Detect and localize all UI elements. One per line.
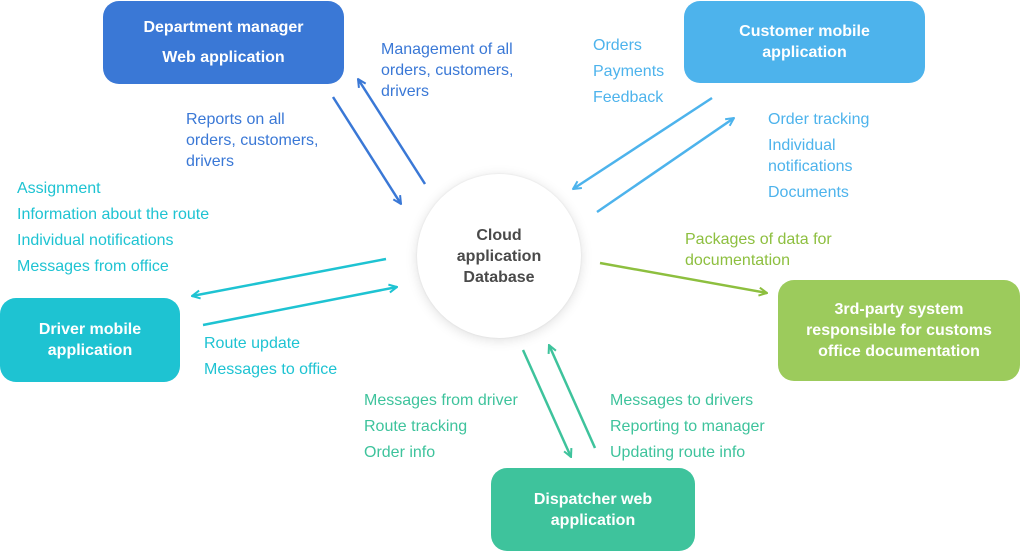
flow-text: Individual notifications xyxy=(17,232,174,249)
flow-label-cloud-to-third-party: Packages of data for documentation xyxy=(685,229,832,271)
flow-text: notifications xyxy=(768,158,853,175)
flow-text: Payments xyxy=(593,63,665,80)
flow-text: Individual xyxy=(768,137,836,154)
node-department-manager-line-1: Department manager xyxy=(143,19,304,36)
node-cloud-line-2: application xyxy=(456,247,542,265)
node-third-party-line-1: 3rd-party system xyxy=(834,301,964,318)
node-dispatcher-web-line-1: Dispatcher web xyxy=(533,490,653,508)
arrow-driver-to-cloud xyxy=(202,287,397,327)
node-customer-mobile-line-2: application xyxy=(762,44,847,61)
node-cloud-line-1: Cloud xyxy=(476,226,522,244)
flow-text: orders, customers, xyxy=(186,132,319,149)
flow-text: Assignment xyxy=(17,180,101,197)
flow-text: Order info xyxy=(364,444,436,461)
flow-text: drivers xyxy=(381,83,430,100)
flow-text: Order tracking xyxy=(768,111,870,128)
node-department-manager: Department manager Web application xyxy=(103,1,344,84)
node-department-manager-line-2: Web application xyxy=(162,49,285,66)
flow-text: Orders xyxy=(593,37,642,54)
flow-text: drivers xyxy=(186,153,235,170)
flow-label-cloud-to-driver: Assignment Information about the route I… xyxy=(17,176,209,280)
arrow-cloud-to-customer xyxy=(596,118,734,214)
flow-label-dept-to-cloud: Reports on all orders, customers, driver… xyxy=(186,109,318,172)
flow-text: Feedback xyxy=(593,89,664,106)
flow-text: Reports on all xyxy=(186,111,285,128)
flow-text: Messages from office xyxy=(17,258,169,275)
arrow-dept-to-cloud xyxy=(331,96,401,204)
flow-text: Messages to office xyxy=(204,361,338,378)
node-customer-mobile-line-1: Customer mobile xyxy=(739,23,870,40)
flow-text: Information about the route xyxy=(17,206,210,223)
arrow-customer-to-cloud xyxy=(573,96,713,189)
arrow-dispatcher-to-cloud xyxy=(549,345,597,449)
flow-text: Messages to drivers xyxy=(610,392,754,409)
flow-text: Messages from driver xyxy=(364,392,518,409)
arrow-cloud-to-dispatcher xyxy=(521,349,571,457)
node-third-party-line-2: responsible for customs xyxy=(806,322,992,339)
flow-text: documentation xyxy=(685,252,790,269)
arrow-cloud-to-driver xyxy=(192,257,387,296)
node-driver-mobile: Driver mobile application xyxy=(0,298,180,382)
flow-text: Management of all xyxy=(381,41,513,58)
flow-label-cloud-to-dept: Management of all orders, customers, dri… xyxy=(381,39,513,102)
node-customer-mobile: Customer mobile application xyxy=(684,1,925,83)
flow-text: Route tracking xyxy=(364,418,468,435)
node-driver-mobile-line-2: application xyxy=(47,342,133,359)
flow-text: Reporting to manager xyxy=(610,418,765,435)
node-cloud-line-3: Database xyxy=(463,268,535,286)
node-third-party-system: 3rd-party system responsible for customs… xyxy=(778,280,1020,381)
flow-label-cloud-to-dispatcher: Messages from driver Route tracking Orde… xyxy=(364,388,518,466)
node-dispatcher-web-line-2: application xyxy=(550,511,636,529)
node-driver-mobile-line-1: Driver mobile xyxy=(38,321,142,338)
arrow-cloud-to-dept xyxy=(358,79,427,185)
flow-text: Packages of data for xyxy=(685,231,832,248)
flow-text: Documents xyxy=(768,184,849,201)
flow-label-dispatcher-to-cloud: Messages to drivers Reporting to manager… xyxy=(610,388,765,466)
arrow-cloud-to-third-party xyxy=(599,261,767,293)
node-third-party-line-3: office documentation xyxy=(818,343,980,360)
flow-text: Updating route info xyxy=(610,444,746,461)
flow-text: orders, customers, xyxy=(381,62,514,79)
flow-label-cloud-to-customer: Order tracking Individual notifications … xyxy=(768,109,869,203)
node-cloud-database: Cloud application Database xyxy=(417,174,581,338)
flow-label-customer-to-cloud: Orders Payments Feedback xyxy=(593,33,664,111)
node-dispatcher-web: Dispatcher web application xyxy=(491,468,695,551)
flow-text: Route update xyxy=(204,335,301,352)
flow-label-driver-to-cloud: Route update Messages to office xyxy=(204,331,337,383)
